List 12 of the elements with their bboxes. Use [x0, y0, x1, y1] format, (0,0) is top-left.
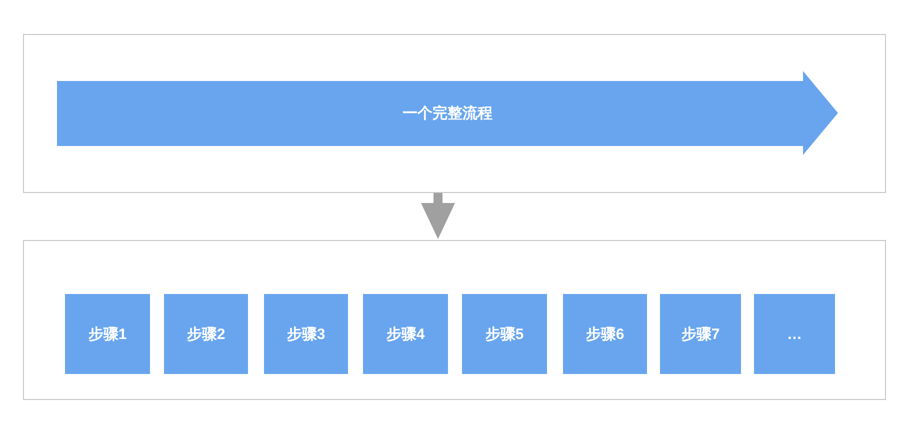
- panel: [23, 34, 886, 193]
- step-box: …: [754, 294, 835, 374]
- step-box: 步骤5: [462, 294, 547, 374]
- panel: [23, 240, 886, 400]
- step-box: 步骤4: [363, 294, 448, 374]
- step-box: 步骤2: [164, 294, 248, 374]
- step-box: 步骤3: [264, 294, 348, 374]
- step-box: 步骤7: [660, 294, 741, 374]
- block-arrow: 一个完整流程: [57, 71, 838, 155]
- arrow: [421, 193, 455, 239]
- step-box: 步骤1: [65, 294, 150, 374]
- step-box: 步骤6: [563, 294, 647, 374]
